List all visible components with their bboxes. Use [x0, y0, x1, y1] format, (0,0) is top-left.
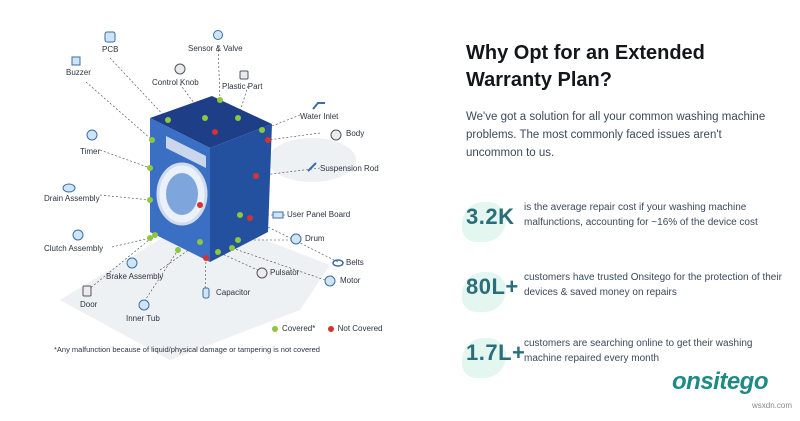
- pulsator-icon: [256, 266, 268, 284]
- stat-repair-cost: 3.2K is the average repair cost if your …: [462, 200, 786, 250]
- stat-blob: [462, 272, 506, 312]
- label-body: Body: [346, 129, 365, 138]
- label-sensor-valve: Sensor & Valve: [188, 44, 243, 53]
- label-user-panel-board: User Panel Board: [287, 210, 351, 219]
- label-control-knob: Control Knob: [152, 78, 199, 87]
- title-line-2: Warranty Plan?: [466, 69, 612, 91]
- stat-description: customers are searching online to get th…: [524, 338, 753, 364]
- label-drain-assembly: Drain Assembly: [44, 194, 100, 203]
- title-line-1: Why Opt for an Extended: [466, 42, 705, 64]
- door-icon: [82, 284, 92, 302]
- label-door: Door: [80, 300, 98, 309]
- stat-description: is the average repair cost if your washi…: [524, 202, 758, 228]
- diagram-graphic: [60, 45, 356, 360]
- brake-assembly-icon: [126, 256, 138, 274]
- washing-machine-diagram: PCB Sensor & Valve Buzzer Control Knob P…: [44, 28, 387, 360]
- label-belts: Belts: [346, 258, 364, 267]
- label-suspension-rod: Suspension Rod: [320, 164, 379, 173]
- inner-tub-icon: [138, 298, 150, 316]
- stat-value: 3.2K: [466, 204, 515, 229]
- label-plastic-part: Plastic Part: [222, 82, 263, 91]
- body-icon: [330, 128, 342, 146]
- label-water-inlet: Water Inlet: [300, 112, 339, 121]
- plastic-part-icon: [238, 68, 250, 86]
- legend-not-covered: Not Covered: [337, 324, 383, 333]
- drain-assembly-icon: [62, 180, 76, 198]
- drum-icon: [290, 232, 302, 250]
- legend: Covered* Not Covered: [272, 324, 387, 333]
- control-knob-icon: [174, 62, 186, 80]
- label-motor: Motor: [340, 276, 361, 285]
- stat-customers-searching: 1.7L+ customers are searching online to …: [462, 336, 786, 386]
- label-inner-tub: Inner Tub: [126, 314, 160, 323]
- stat-blob: [462, 202, 506, 242]
- label-brake-assembly: Brake Assembly: [106, 272, 164, 281]
- label-pulsator: Pulsator: [270, 268, 300, 277]
- buzzer-icon: [70, 54, 82, 72]
- label-clutch-assembly: Clutch Assembly: [44, 244, 104, 253]
- stat-value: 1.7L+: [466, 340, 526, 365]
- capacitor-icon: [200, 286, 212, 304]
- legend-covered: Covered*: [282, 324, 316, 333]
- pcb-icon: [104, 30, 116, 48]
- user-panel-board-icon: [272, 208, 284, 226]
- water-inlet-icon: [312, 98, 326, 116]
- suspension-rod-icon: [306, 160, 318, 178]
- onsitego-logo: onsitego: [672, 368, 769, 395]
- label-pcb: PCB: [102, 45, 119, 54]
- watermark: wsxdn.com: [752, 401, 793, 410]
- stat-value: 80L+: [466, 274, 519, 299]
- clutch-assembly-icon: [72, 228, 84, 246]
- info-panel: Why Opt for an Extended Warranty Plan? W…: [462, 40, 786, 378]
- stat-blob: [462, 338, 506, 378]
- stat-customers-trusted: 80L+ customers have trusted Onsitego for…: [462, 270, 786, 320]
- covered-dot-icon: [272, 325, 278, 332]
- intro-text: We've got a solution for all your common…: [466, 111, 766, 159]
- page-title: Why Opt for an Extended Warranty Plan?: [466, 40, 786, 94]
- timer-icon: [86, 128, 98, 146]
- belts-icon: [332, 256, 344, 274]
- not-covered-dot-icon: [327, 325, 334, 332]
- sensor-valve-icon: [212, 28, 224, 46]
- label-drum: Drum: [305, 234, 325, 243]
- label-timer: Timer: [80, 147, 101, 156]
- label-capacitor: Capacitor: [216, 288, 251, 297]
- stat-description: customers have trusted Onsitego for the …: [524, 272, 782, 298]
- label-buzzer: Buzzer: [66, 68, 91, 77]
- motor-icon: [324, 274, 336, 292]
- footnote: *Any malfunction because of liquid/physi…: [54, 345, 320, 354]
